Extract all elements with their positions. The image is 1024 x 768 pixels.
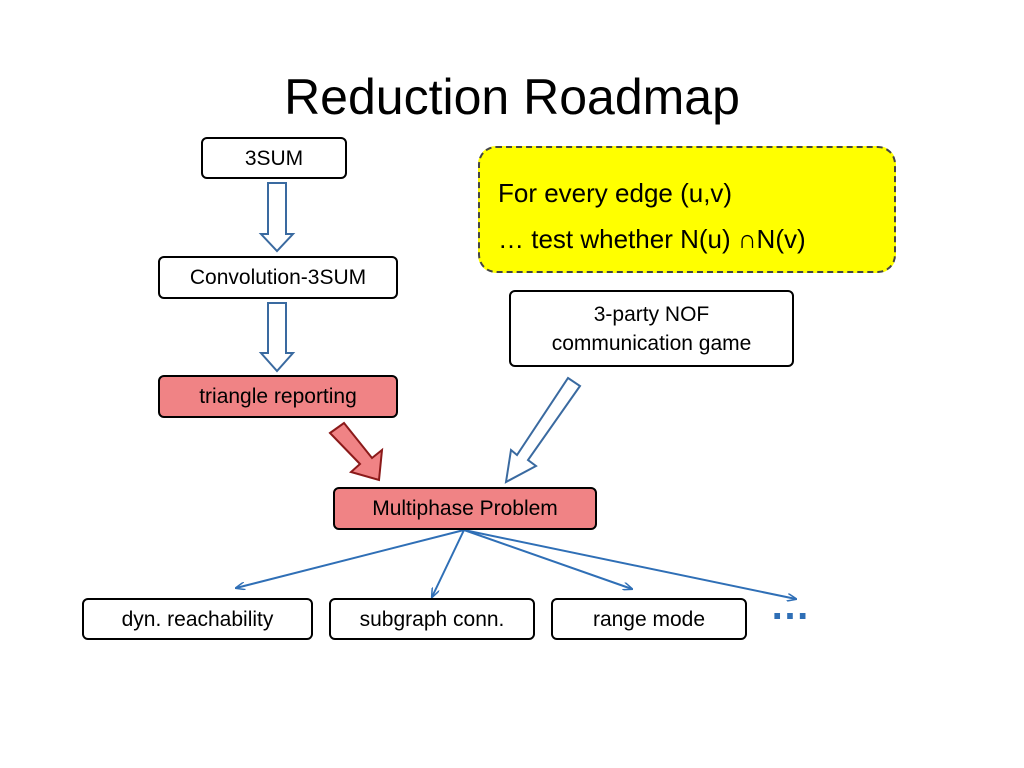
callout-note: For every edge (u,v) … test whether N(u)… xyxy=(478,146,896,273)
node-range-mode-label: range mode xyxy=(592,607,706,631)
node-dyn-reachability: dyn. reachability xyxy=(82,598,313,640)
callout-note-line2: … test whether N(u) ∩N(v) xyxy=(498,224,806,254)
node-nof-line1: 3-party NOF xyxy=(593,302,710,326)
slide-title: Reduction Roadmap xyxy=(284,69,740,125)
node-multiphase-problem-label: Multiphase Problem xyxy=(372,497,558,520)
node-nof-communication-game: 3-party NOF communication game xyxy=(509,290,794,367)
reduction-arrow-nof-to-multiphase xyxy=(504,376,582,484)
fanout-arrow-more xyxy=(463,529,796,599)
node-multiphase-problem: Multiphase Problem xyxy=(333,487,597,530)
callout-note-line1: For every edge (u,v) xyxy=(498,178,733,208)
node-dyn-reachability-label: dyn. reachability xyxy=(121,607,274,631)
node-3sum: 3SUM xyxy=(201,137,347,179)
node-convolution-3sum: Convolution-3SUM xyxy=(158,256,398,299)
reduction-arrow-triangle-to-multiphase xyxy=(328,421,384,482)
fanout-arrow-dyn-reachability xyxy=(236,529,465,588)
node-nof-line2: communication game xyxy=(551,331,752,355)
node-convolution-3sum-label: Convolution-3SUM xyxy=(189,266,367,289)
node-subgraph-conn: subgraph conn. xyxy=(329,598,535,640)
reduction-arrow-3sum-to-convolution xyxy=(258,182,296,253)
fanout-arrow-subgraph-conn xyxy=(432,529,465,597)
more-ellipsis: … xyxy=(770,584,812,628)
reduction-arrow-convolution-to-triangle xyxy=(258,302,296,373)
node-triangle-reporting-label: triangle reporting xyxy=(199,385,357,408)
node-3sum-label: 3SUM xyxy=(244,146,304,170)
node-subgraph-conn-label: subgraph conn. xyxy=(359,607,505,631)
node-range-mode: range mode xyxy=(551,598,747,640)
node-triangle-reporting: triangle reporting xyxy=(158,375,398,418)
fanout-arrow-range-mode xyxy=(463,529,632,589)
